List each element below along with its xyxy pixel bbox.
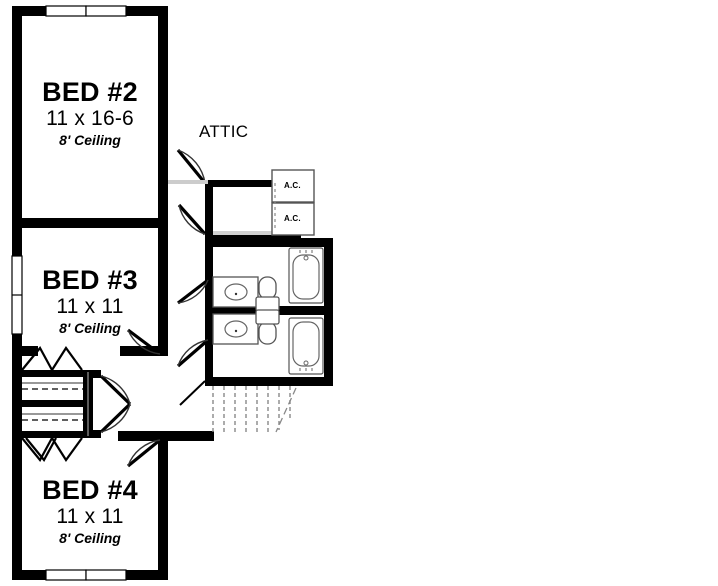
room-label-bed3: BED #3 11 x 11 8' Ceiling	[10, 265, 170, 337]
door-bath-upper	[177, 278, 209, 305]
door-bath-lower	[176, 338, 210, 368]
toilet-lower	[255, 309, 280, 345]
room-name-bed4: BED #4	[42, 475, 138, 505]
wall-bed4-top	[12, 431, 26, 438]
wall-attic-left	[205, 180, 213, 240]
toilet-upper	[255, 276, 280, 312]
wall-bed4-right	[158, 436, 168, 580]
sink-lower	[224, 320, 248, 338]
wall-vanity-left-lower	[205, 312, 213, 342]
threshold-attic	[213, 231, 295, 235]
wall-attic-bottom	[205, 231, 301, 240]
wall-bed2-right	[158, 6, 168, 228]
wall-bath-left-lower	[205, 338, 213, 386]
room-name-bed2: BED #2	[42, 77, 138, 107]
wall-closet-bottom	[12, 431, 90, 438]
wall-stair-left	[205, 377, 213, 385]
bifold-bed4-closet	[25, 437, 57, 462]
wall-closet-jamb-top	[93, 370, 101, 378]
wall-bed4-left	[12, 436, 22, 580]
room-dims-bed3: 11 x 11	[56, 295, 124, 319]
closet-shelf-group	[22, 372, 89, 436]
ac-closet-lower	[271, 202, 315, 236]
stair-group	[179, 380, 297, 433]
wall-vanity-left-upper	[205, 277, 213, 309]
room-ceiling-bed3: 8' Ceiling	[59, 319, 121, 336]
bathtub-lower	[288, 317, 324, 375]
stair-ceiling-slope	[179, 380, 206, 406]
wall-bath-left-upper	[205, 238, 213, 280]
window-group	[11, 5, 127, 581]
wall-bed3-bottom-left	[12, 346, 38, 356]
ac-closet-group	[271, 169, 315, 236]
wall-left-closets	[12, 356, 22, 442]
bifold-closet-upper	[21, 346, 83, 371]
door-group	[21, 148, 295, 468]
ac-closet-label-upper: A.C.	[284, 181, 301, 190]
wall-bath-top	[205, 238, 333, 247]
room-name-bed3: BED #3	[42, 265, 138, 295]
area-label-attic: ATTIC	[199, 122, 249, 141]
ac-closet-upper	[271, 169, 315, 203]
room-dims-bed4: 11 x 11	[56, 505, 124, 529]
door-bed3	[127, 328, 161, 356]
vanity-lower	[212, 313, 259, 345]
window-bed2-top-b	[85, 5, 127, 17]
bathtub-upper	[288, 247, 324, 304]
fixture-group	[212, 247, 324, 375]
door-bed4	[126, 438, 162, 468]
vanity-upper	[212, 276, 259, 308]
wall-hall-bottom	[118, 431, 214, 441]
window-bed4-bottom-a	[45, 569, 87, 581]
wall-closet-top	[12, 370, 90, 377]
wall-closet-jamb-bottom	[93, 430, 101, 438]
bifold-closet-lower	[21, 437, 83, 462]
wall-bed2-bottom	[12, 218, 168, 228]
wall-bed2-left	[12, 6, 22, 228]
door-hall-center	[99, 374, 132, 434]
room-label-bed4: BED #4 11 x 11 8' Ceiling	[10, 475, 170, 547]
room-dims-bed2: 11 x 16-6	[46, 107, 134, 131]
room-ceiling-bed2: 8' Ceiling	[59, 131, 121, 148]
ac-closet-label-lower: A.C.	[284, 214, 301, 223]
tub-drain-upper	[303, 255, 309, 261]
stair-break-line	[275, 387, 297, 433]
wall-hall-top	[120, 346, 168, 356]
sink-upper	[224, 283, 248, 301]
window-bed4-bottom-b	[85, 569, 127, 581]
door-attic-upper	[168, 148, 208, 185]
room-label-bed2: BED #2 11 x 16-6 8' Ceiling	[10, 77, 170, 149]
door-attic-lower	[177, 203, 207, 236]
wall-bed3-right	[158, 228, 168, 350]
window-bed2-top-a	[45, 5, 87, 17]
tub-drain-lower	[303, 360, 309, 366]
wall-closet-middle	[12, 400, 90, 407]
wall-attic-top	[205, 180, 301, 187]
wall-bath-bottom	[205, 377, 333, 386]
room-ceiling-bed4: 8' Ceiling	[59, 529, 121, 546]
